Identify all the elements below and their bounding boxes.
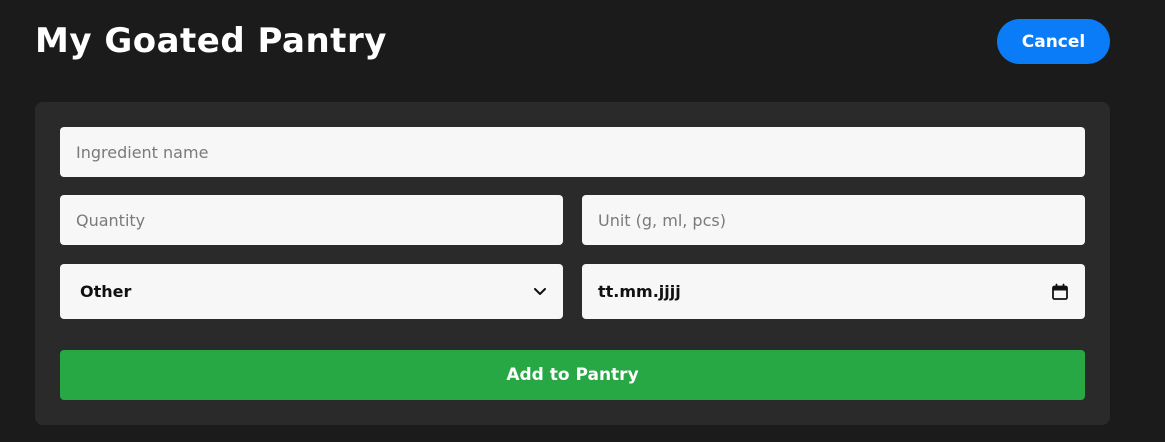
date-placeholder: tt.mm.jjjj <box>598 282 681 301</box>
calendar-icon[interactable] <box>1051 283 1069 301</box>
cancel-button[interactable]: Cancel <box>997 19 1110 64</box>
ingredient-name-placeholder: Ingredient name <box>76 142 209 162</box>
add-to-pantry-button[interactable]: Add to Pantry <box>60 350 1085 400</box>
category-selected-value: Other <box>80 282 132 301</box>
chevron-down-icon <box>533 285 547 299</box>
category-select[interactable]: Other <box>60 264 563 319</box>
ingredient-name-input[interactable]: Ingredient name <box>60 127 1085 177</box>
expiry-date-input[interactable]: tt.mm.jjjj <box>582 264 1085 319</box>
unit-placeholder: Unit (g, ml, pcs) <box>598 210 726 230</box>
quantity-placeholder: Quantity <box>76 210 146 230</box>
unit-input[interactable]: Unit (g, ml, pcs) <box>582 195 1085 245</box>
quantity-input[interactable]: Quantity <box>60 195 563 245</box>
add-ingredient-form: Ingredient name Quantity Unit (g, ml, pc… <box>35 102 1110 425</box>
page-title: My Goated Pantry <box>35 21 387 61</box>
